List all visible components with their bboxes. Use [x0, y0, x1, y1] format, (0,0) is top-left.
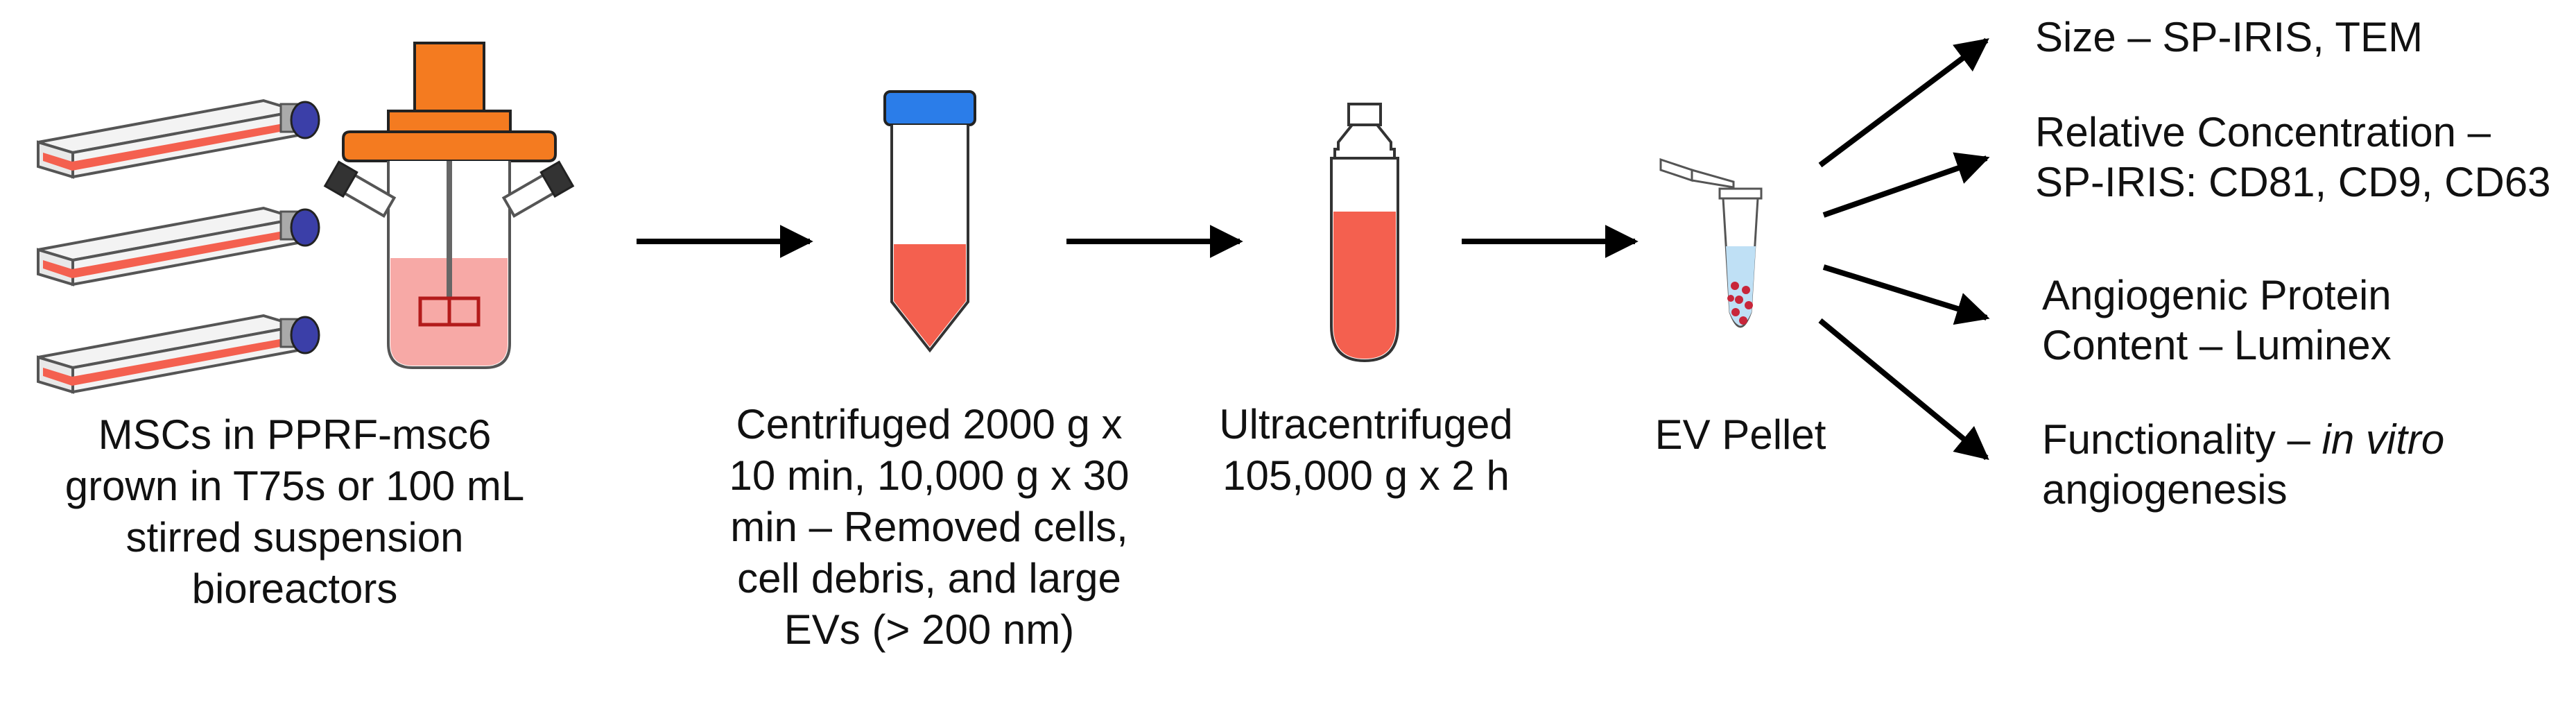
- centrifuge-label-line: 10 min, 10,000 g x 30: [729, 452, 1130, 499]
- analysis-functionality: Functionality – in vitro angiogenesis: [2042, 415, 2444, 515]
- analysis-concentration-line: SP-IRIS: CD81, CD9, CD63: [2035, 159, 2551, 205]
- functionality-italic: in vitro: [2322, 416, 2445, 463]
- ultracentrifuge-label-line: 105,000 g x 2 h: [1222, 452, 1510, 499]
- culture-label: MSCs in PPRF-msc6 grown in T75s or 100 m…: [7, 409, 582, 615]
- culture-label-line: grown in T75s or 100 mL: [64, 463, 525, 509]
- ev-pellet-label: EV Pellet: [1602, 409, 1879, 461]
- t75-flask-icon: [37, 206, 320, 287]
- bioreactor-icon: [323, 42, 575, 369]
- analysis-functionality-line: Functionality – in vitro: [2042, 415, 2444, 465]
- t75-flask-icon: [37, 99, 320, 179]
- ultracentrifuge-tube-icon: [1330, 103, 1399, 363]
- branch-arrow-functionality: [1818, 318, 1989, 461]
- culture-label-line: MSCs in PPRF-msc6: [98, 411, 492, 458]
- analysis-size-text: Size – SP-IRIS, TEM: [2035, 14, 2423, 60]
- centrifuge-label: Centrifuged 2000 g x 10 min, 10,000 g x …: [676, 399, 1182, 656]
- analysis-size: Size – SP-IRIS, TEM: [2035, 12, 2423, 62]
- analysis-protein-line: Angiogenic Protein: [2042, 272, 2392, 318]
- t75-flask-stack-icon: [37, 99, 320, 394]
- ultracentrifuge-label: Ultracentrifuged 105,000 g x 2 h: [1165, 399, 1567, 502]
- centrifuge-tube-icon: [883, 90, 976, 353]
- ev-pellet-tube-icon: [1659, 157, 1763, 328]
- branch-arrow-size: [1818, 37, 1989, 168]
- ev-pellet-text: EV Pellet: [1654, 411, 1826, 458]
- analysis-functionality-line: angiogenesis: [2042, 466, 2288, 513]
- analysis-protein-line: Content – Luminex: [2042, 322, 2392, 368]
- centrifuge-label-line: min – Removed cells,: [730, 504, 1128, 550]
- culture-label-line: stirred suspension: [126, 514, 464, 561]
- functionality-prefix: Functionality –: [2042, 416, 2322, 463]
- centrifuge-label-line: cell debris, and large: [737, 555, 1121, 601]
- analysis-concentration-line: Relative Concentration –: [2035, 109, 2491, 155]
- analysis-protein: Angiogenic Protein Content – Luminex: [2042, 271, 2392, 370]
- culture-label-line: bioreactors: [191, 565, 398, 612]
- ultracentrifuge-label-line: Ultracentrifuged: [1219, 401, 1513, 447]
- centrifuge-label-line: Centrifuged 2000 g x: [736, 401, 1123, 447]
- t75-flask-icon: [37, 314, 320, 394]
- branch-arrow-concentration: [1822, 152, 1990, 218]
- analysis-concentration: Relative Concentration – SP-IRIS: CD81, …: [2035, 108, 2551, 207]
- branch-arrow-protein: [1822, 264, 1990, 325]
- centrifuge-label-line: EVs (> 200 nm): [784, 606, 1075, 653]
